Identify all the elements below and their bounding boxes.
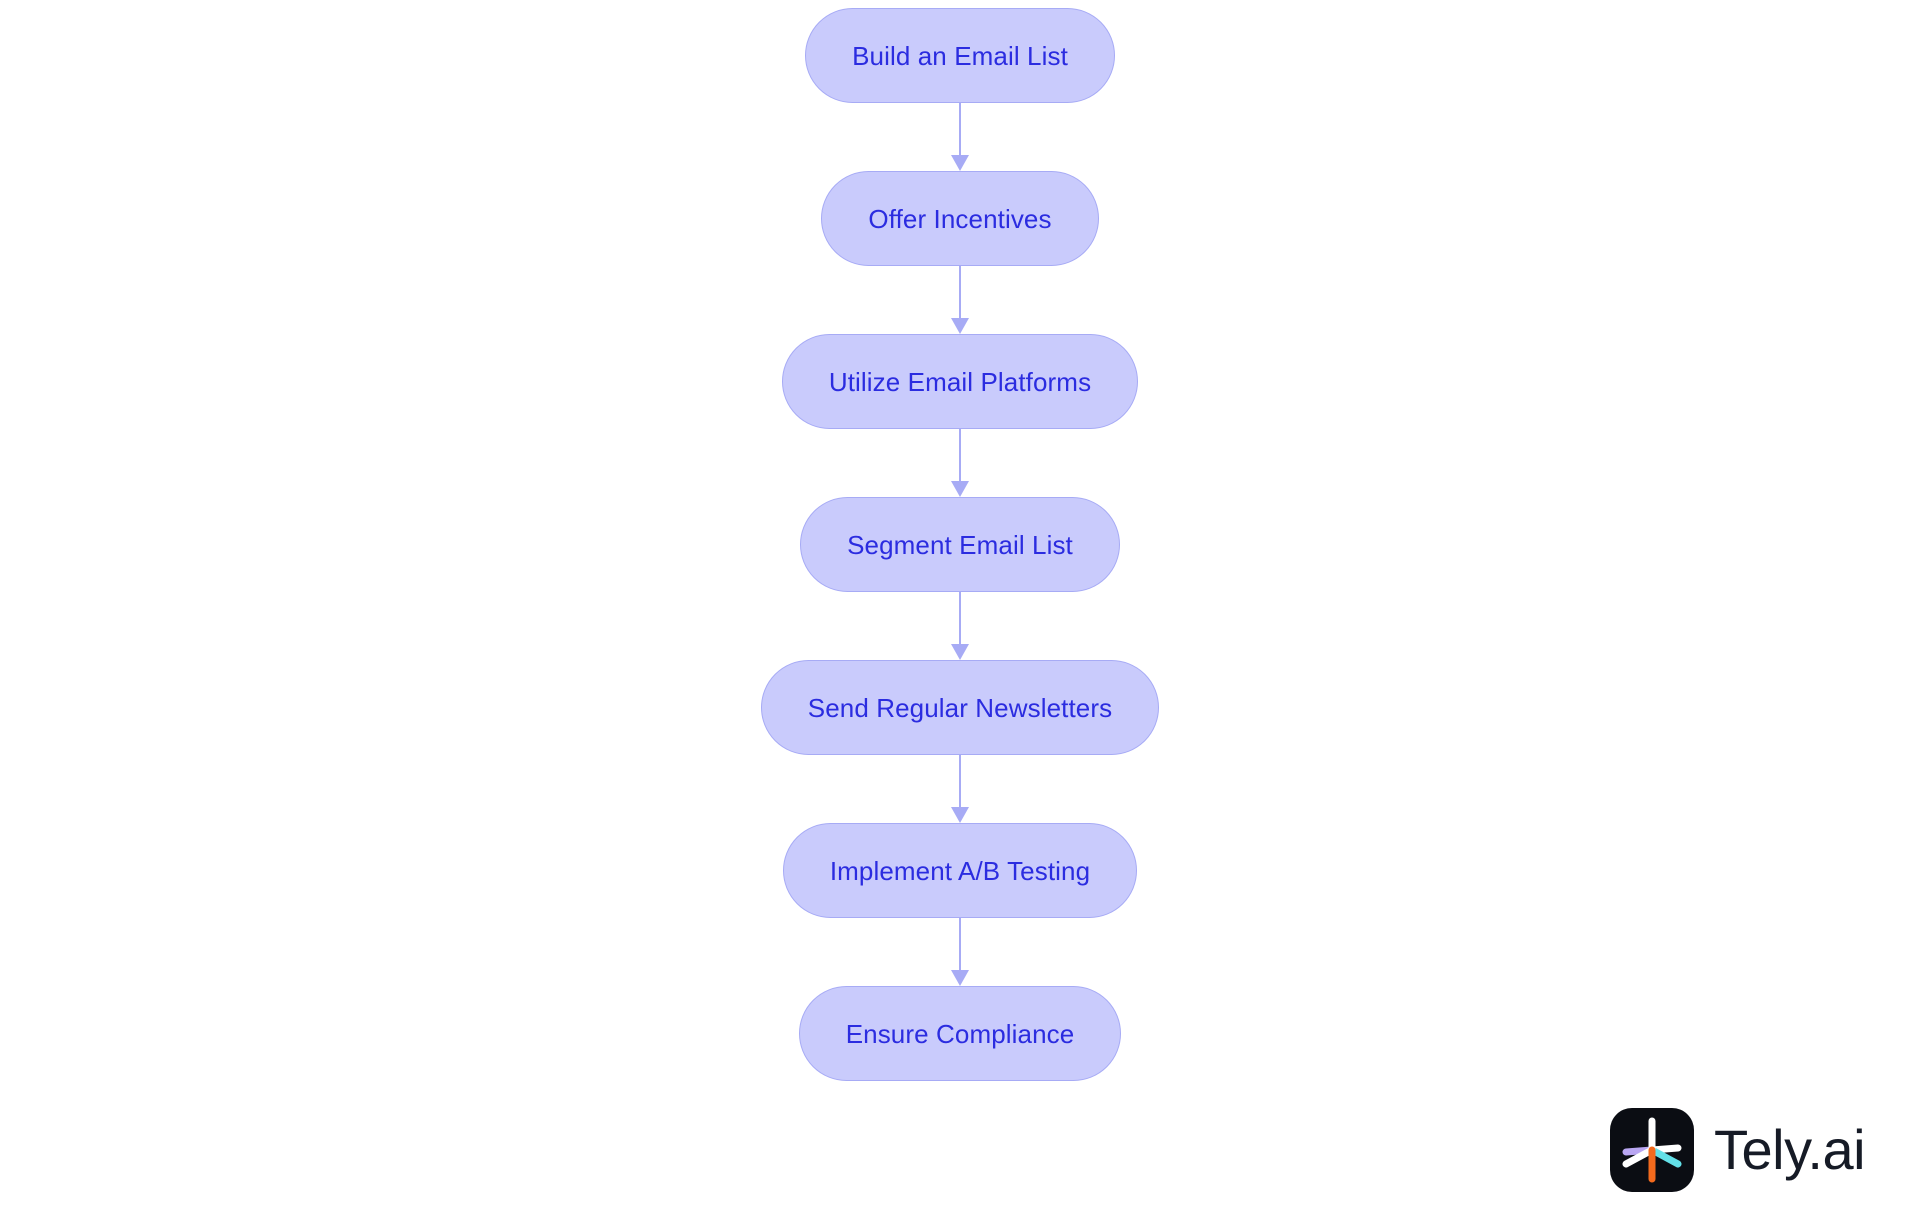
flow-node-implement-ab-testing[interactable]: Implement A/B Testing [782,823,1138,918]
flow-edge-n6-n7 [945,918,975,986]
arrowhead-icon [951,481,969,497]
flow-node-ensure-compliance[interactable]: Ensure Compliance [798,986,1122,1081]
flow-node-label: Offer Incentives [868,203,1052,234]
edge-line [958,592,962,646]
arrowhead-icon [951,155,969,171]
flow-node-label: Implement A/B Testing [829,855,1091,886]
flow-node-label: Ensure Compliance [845,1018,1075,1049]
arrowhead-icon [951,970,969,986]
flow-node-label: Utilize Email Platforms [828,366,1092,397]
flow-node-utilize-email-platforms[interactable]: Utilize Email Platforms [781,334,1139,429]
logo-wordmark: Tely.ai [1714,1118,1866,1181]
flow-node-label: Send Regular Newsletters [807,692,1113,723]
flow-edge-n3-n4 [945,429,975,497]
flow-node-label: Segment Email List [847,529,1073,560]
asterisk-icon [1610,1108,1694,1192]
flow-edge-n1-n2 [945,103,975,171]
edge-line [958,429,962,483]
arrowhead-icon [951,644,969,660]
edge-line [958,266,962,320]
flow-edge-n4-n5 [945,592,975,660]
flow-edge-n5-n6 [945,755,975,823]
flow-edge-n2-n3 [945,266,975,334]
edge-line [958,755,962,809]
arrowhead-icon [951,807,969,823]
flow-node-label: Build an Email List [852,40,1068,71]
flow-node-build-an-email-list[interactable]: Build an Email List [805,8,1115,103]
edge-line [958,103,962,157]
flow-node-offer-incentives[interactable]: Offer Incentives [821,171,1099,266]
flow-node-send-regular-newsletters[interactable]: Send Regular Newsletters [760,660,1160,755]
flow-node-segment-email-list[interactable]: Segment Email List [800,497,1120,592]
edge-line [958,918,962,972]
arrowhead-icon [951,318,969,334]
tely-ai-logo: Tely.ai [1610,1108,1866,1192]
flowchart-node-stack: Build an Email List Offer Incentives Uti… [0,8,1920,1081]
